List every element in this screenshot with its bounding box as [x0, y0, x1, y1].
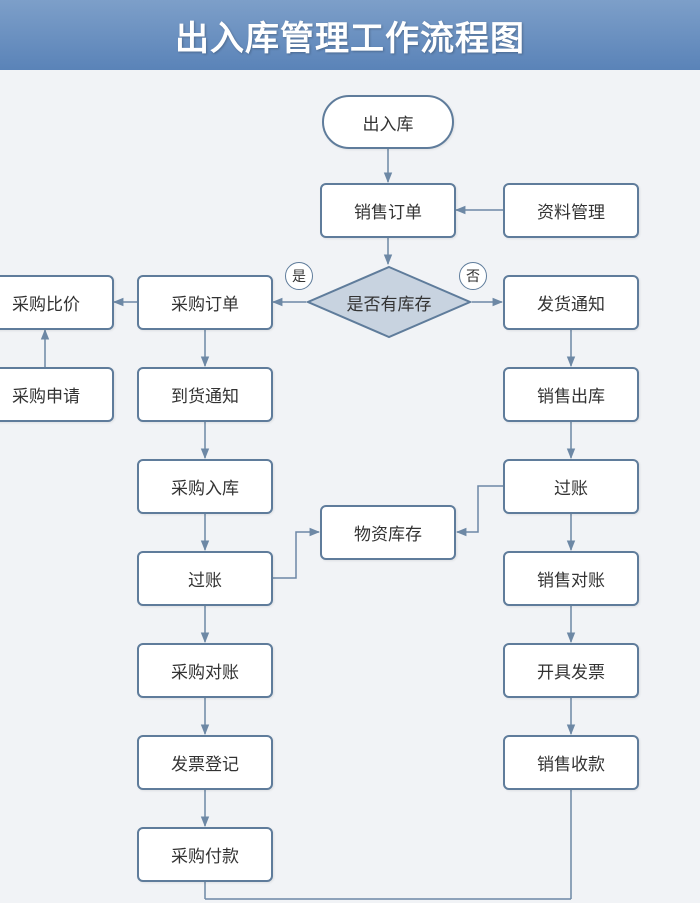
yes-badge-label: 是 — [292, 269, 306, 285]
start-node-label: 出入库 — [362, 114, 414, 135]
shipping-notice-node: 发货通知 — [503, 275, 639, 330]
no-badge: 否 — [459, 262, 487, 290]
yes-badge: 是 — [285, 262, 313, 290]
issue-invoice-node: 开具发票 — [503, 643, 639, 698]
sales-reconcile-label: 销售对账 — [537, 571, 605, 591]
purchase-request-label: 采购申请 — [12, 387, 80, 407]
decision-diamond — [306, 265, 472, 339]
invoice-register-label: 发票登记 — [171, 755, 239, 775]
sales-collection-node: 销售收款 — [503, 735, 639, 790]
purchase-reconcile-label: 采购对账 — [171, 663, 239, 683]
material-inventory-label: 物资库存 — [354, 525, 422, 545]
sales-outbound-label: 销售出库 — [537, 387, 605, 407]
price-comparison-label: 采购比价 — [12, 295, 80, 315]
purchase-payment-label: 采购付款 — [171, 847, 239, 867]
start-node: 出入库 — [322, 95, 454, 149]
decision-label: 是否有库存 — [346, 294, 432, 315]
in-stock-decision: 是否有库存 — [306, 265, 472, 339]
edge-right-posting-to-inventory — [455, 485, 503, 537]
data-management-label: 资料管理 — [537, 203, 605, 223]
issue-invoice-label: 开具发票 — [537, 663, 605, 683]
posting-right-node: 过账 — [503, 459, 639, 514]
purchase-order-node: 采购订单 — [137, 275, 273, 330]
purchase-inbound-node: 采购入库 — [137, 459, 273, 514]
no-badge-label: 否 — [466, 269, 480, 285]
invoice-register-node: 发票登记 — [137, 735, 273, 790]
posting-left-label: 过账 — [188, 571, 222, 591]
purchase-payment-node: 采购付款 — [137, 827, 273, 882]
data-management-node: 资料管理 — [503, 183, 639, 238]
purchase-inbound-label: 采购入库 — [171, 479, 239, 499]
purchase-request-node: 采购申请 — [0, 367, 114, 422]
posting-left-node: 过账 — [137, 551, 273, 606]
material-inventory-node: 物资库存 — [320, 505, 456, 560]
sales-collection-label: 销售收款 — [537, 755, 605, 775]
posting-right-label: 过账 — [554, 479, 588, 499]
page-title: 出入库管理工作流程图 — [175, 18, 525, 59]
arrival-notice-node: 到货通知 — [137, 367, 273, 422]
price-comparison-node: 采购比价 — [0, 275, 114, 330]
sales-order-label: 销售订单 — [354, 203, 422, 223]
shipping-notice-label: 发货通知 — [537, 295, 605, 315]
purchase-order-label: 采购订单 — [171, 295, 239, 315]
sales-reconcile-node: 销售对账 — [503, 551, 639, 606]
sales-outbound-node: 销售出库 — [503, 367, 639, 422]
sales-order-node: 销售订单 — [320, 183, 456, 238]
title-banner: 出入库管理工作流程图 — [0, 0, 700, 70]
arrival-notice-label: 到货通知 — [171, 387, 239, 407]
edge-left-posting-to-inventory — [272, 527, 321, 579]
purchase-reconcile-node: 采购对账 — [137, 643, 273, 698]
